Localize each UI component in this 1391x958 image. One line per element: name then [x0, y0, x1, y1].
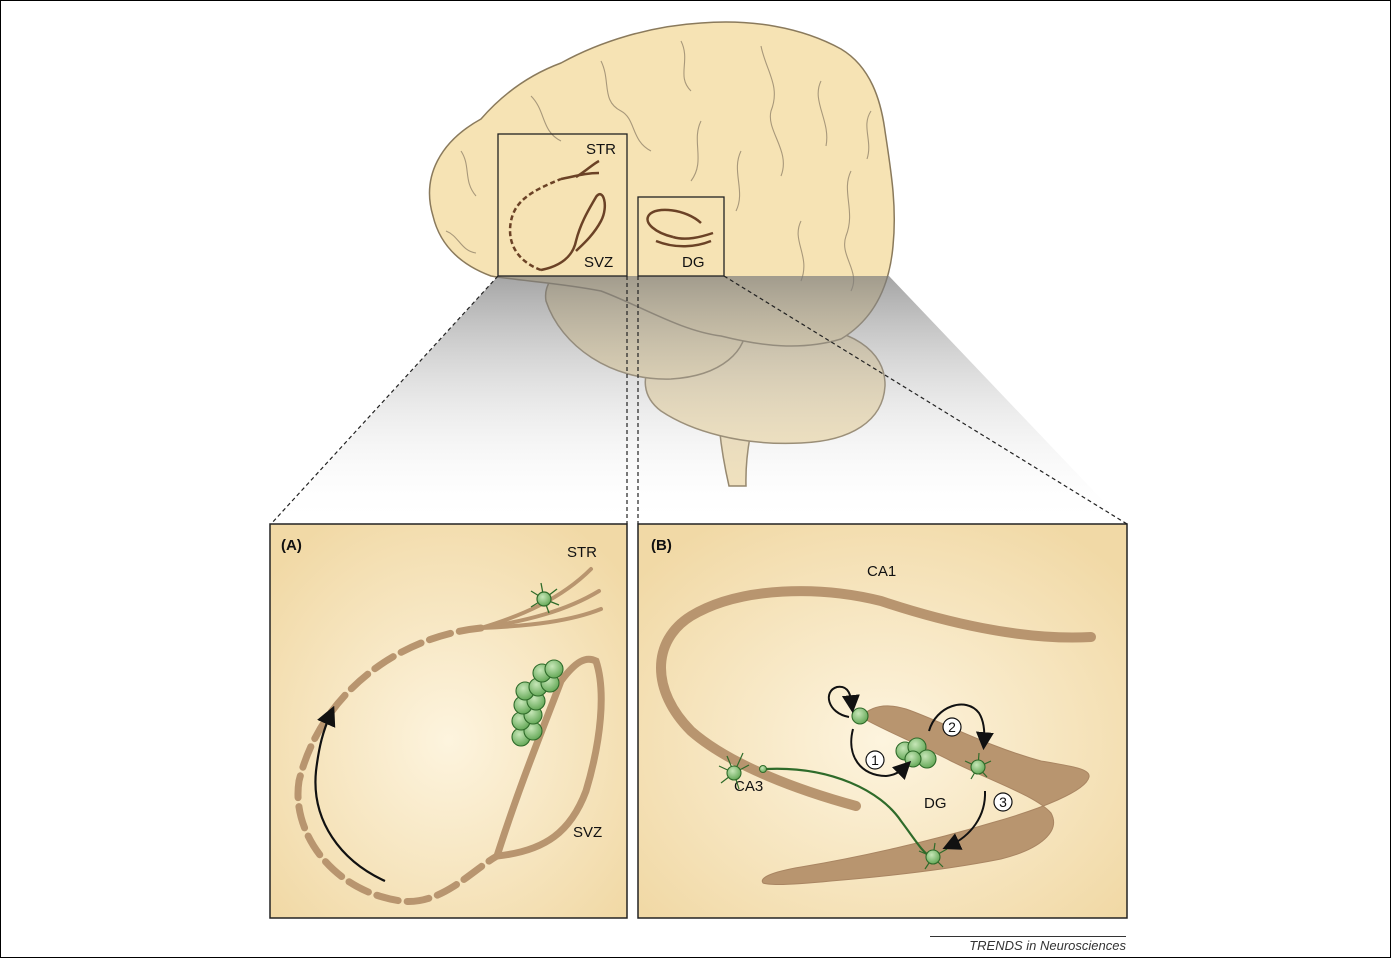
step-2-badge: 2: [943, 718, 961, 736]
svg-text:3: 3: [999, 794, 1007, 810]
panel-a-svz-label: SVZ: [573, 824, 602, 841]
zoom-projection-shadow: [271, 276, 1127, 526]
panel-a-label: (A): [281, 537, 302, 554]
svg-text:2: 2: [948, 719, 956, 735]
panel-b-ca1-label: CA1: [867, 563, 896, 580]
step-3-badge: 3: [994, 793, 1012, 811]
journal-footer: TRENDS in Neurosciences: [930, 936, 1126, 953]
panel-a-str-label: STR: [567, 544, 597, 561]
panel-b-label: (B): [651, 537, 672, 554]
panel-a: (A) STR SVZ: [270, 524, 627, 918]
step-1-badge: 1: [866, 751, 884, 769]
panel-b: (B) CA1 CA3 DG: [638, 524, 1127, 918]
panel-b-dg-label: DG: [924, 795, 947, 812]
brain-dg-label: DG: [682, 254, 705, 271]
brain-svz-label: SVZ: [584, 254, 613, 271]
brain-str-label: STR: [586, 141, 616, 158]
svg-text:1: 1: [871, 752, 879, 768]
